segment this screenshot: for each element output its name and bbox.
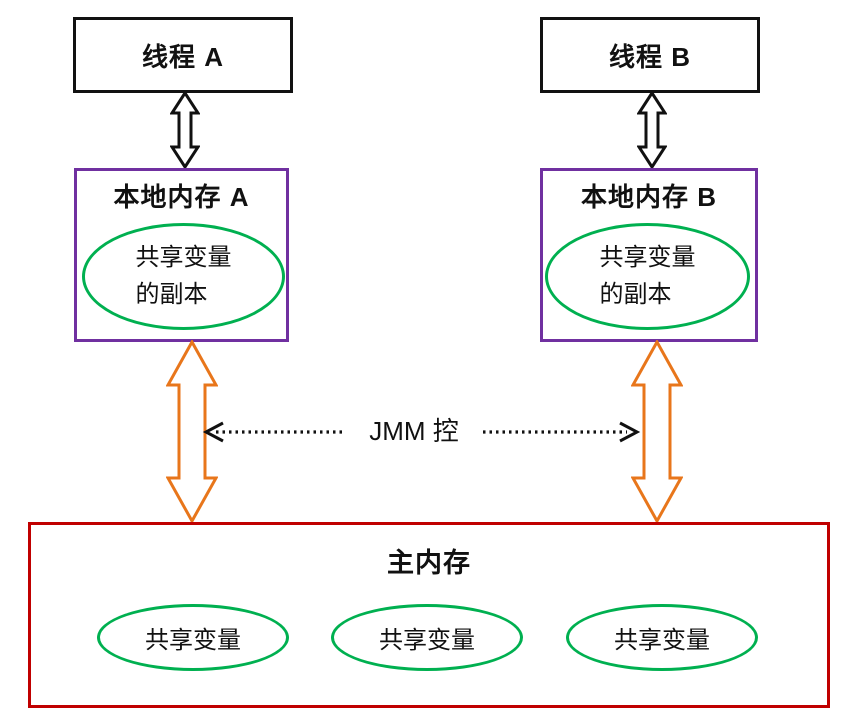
main-memory-title: 主内存 <box>387 548 471 578</box>
double-arrow-shape <box>170 91 200 169</box>
shared-variable-text-3: 共享变量 <box>614 628 710 654</box>
copy-line-2: 的副本 <box>599 281 672 308</box>
jmm-control-label: JMM 控 <box>369 416 459 446</box>
double-arrow-shape <box>166 340 218 523</box>
copy-line-1: 共享变量 <box>599 244 696 271</box>
shared-variable-copy-ellipse-a: 共享变量 的副本 <box>82 223 285 330</box>
dotted-arrow-left-icon <box>202 421 345 443</box>
double-arrow-shape <box>637 91 667 169</box>
local-memory-b-title: 本地内存 B <box>580 182 717 212</box>
copy-line-1: 共享变量 <box>135 244 232 271</box>
shared-variable-copy-ellipse-b: 共享变量 的副本 <box>545 223 750 330</box>
double-arrow-shape <box>631 340 683 523</box>
double-arrow-thread-a-local-a-icon <box>170 91 200 169</box>
copy-line-2: 的副本 <box>135 281 208 308</box>
double-arrow-local-b-main-memory-icon <box>631 340 683 523</box>
arrowhead-right <box>619 421 641 443</box>
shared-variable-ellipse-2: 共享变量 <box>331 604 523 671</box>
arrowhead-left <box>202 421 224 443</box>
shared-variable-copy-text-b: 共享变量 的副本 <box>600 240 696 314</box>
shared-variable-copy-text-a: 共享变量 的副本 <box>136 240 232 314</box>
thread-a-box: 线程 A <box>73 17 293 93</box>
shared-variable-ellipse-3: 共享变量 <box>566 604 758 671</box>
local-memory-a-title: 本地内存 A <box>113 182 250 212</box>
shared-variable-text-1: 共享变量 <box>145 628 241 654</box>
dotted-arrow-right-icon <box>483 421 641 443</box>
shared-variable-ellipse-1: 共享变量 <box>97 604 289 671</box>
double-arrow-local-a-main-memory-icon <box>166 340 218 523</box>
thread-a-label: 线程 A <box>141 41 224 72</box>
thread-b-box: 线程 B <box>540 17 760 93</box>
thread-b-label: 线程 B <box>608 41 691 72</box>
double-arrow-thread-b-local-b-icon <box>637 91 667 169</box>
shared-variable-text-2: 共享变量 <box>379 628 475 654</box>
